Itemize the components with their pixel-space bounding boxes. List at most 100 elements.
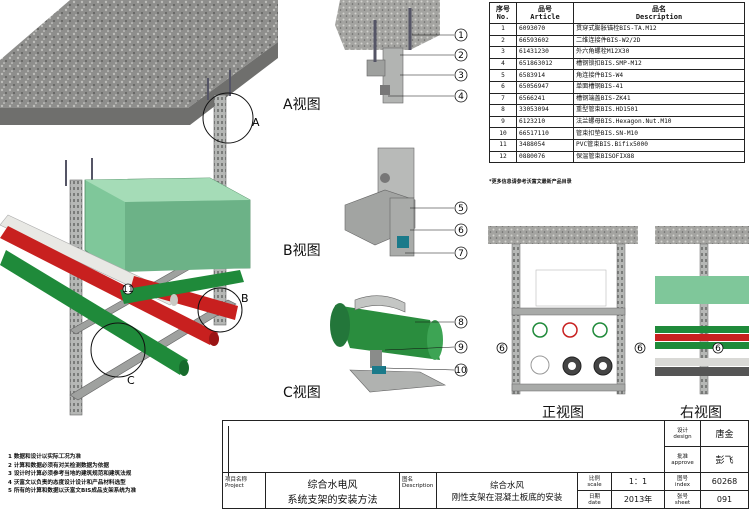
project-value-cell: 综合水电风系统支架的安装方法 bbox=[265, 472, 400, 509]
front-view: 6 6 bbox=[488, 226, 646, 395]
desc-line-2: 刚性支架在混凝土板底的安装 bbox=[451, 492, 563, 503]
view-label-front: 正视图 bbox=[542, 405, 584, 421]
scale-en: scale bbox=[587, 481, 602, 488]
part-article: 66517110 bbox=[516, 127, 574, 140]
index-cn: 图号 bbox=[676, 475, 688, 482]
pipe-green-2 bbox=[120, 270, 244, 304]
detail-circle-c bbox=[90, 322, 146, 378]
pipe-green-1 bbox=[0, 250, 188, 375]
index-value: 60268 bbox=[700, 472, 749, 491]
right-view: 6 bbox=[655, 226, 749, 395]
part-description: PVC管束BIS.Bifix5000 bbox=[573, 138, 745, 152]
part-no: 9 bbox=[489, 115, 517, 129]
scale-value: 1：1 bbox=[611, 472, 665, 491]
part-no: 8 bbox=[489, 104, 517, 117]
index-en: index bbox=[674, 481, 691, 488]
design-cn: 设计 bbox=[676, 427, 688, 434]
header-article-en: Article bbox=[530, 13, 560, 21]
part-description: 角连接件BIS-W4 bbox=[573, 69, 745, 82]
approve-en: approve bbox=[671, 459, 694, 466]
callout-circles: 1 2 3 4 5 6 7 8 9 10 bbox=[454, 28, 468, 377]
approve-cn: 批准 bbox=[676, 453, 688, 460]
callout-6-front-left: 6 bbox=[499, 344, 505, 354]
date-en: date bbox=[588, 499, 601, 506]
detail-letter-a: A bbox=[252, 116, 260, 129]
callout-2: 2 bbox=[458, 51, 464, 61]
detail-circle-b bbox=[197, 287, 243, 333]
part-article: 61431230 bbox=[516, 46, 574, 59]
part-description: 槽钢端盖BIS-ZK41 bbox=[573, 92, 745, 106]
part-no: 3 bbox=[489, 46, 517, 59]
part-no: 10 bbox=[489, 127, 517, 140]
c-detail-view bbox=[330, 295, 455, 393]
part-article: 6566241 bbox=[516, 92, 574, 106]
detail-letter-b: B bbox=[241, 292, 249, 305]
sheet-en: sheet bbox=[674, 499, 691, 506]
scale-cn: 比例 bbox=[588, 475, 600, 482]
view-label-a: A视图 bbox=[283, 97, 321, 113]
part-description: 重型管束BIS.HD1501 bbox=[573, 104, 745, 117]
callout-4: 4 bbox=[458, 92, 464, 102]
view-label-c: C视图 bbox=[283, 385, 321, 401]
date-cn: 日期 bbox=[588, 493, 600, 500]
part-no: 4 bbox=[489, 57, 517, 71]
project-label-cell: 项目名称 Project bbox=[222, 472, 266, 509]
parts-footnote: *更多信息请参考沃富文最新产品目录 bbox=[489, 179, 572, 185]
desc-line-1: 综合水风 bbox=[489, 480, 524, 491]
part-description: 法兰螺母BIS.Hexagon.Nut.M10 bbox=[573, 115, 745, 129]
part-description: 二维连接件BIS-W2/2D bbox=[573, 34, 745, 48]
callout-5: 5 bbox=[458, 204, 464, 214]
pipes bbox=[0, 214, 244, 376]
part-article: 6123210 bbox=[516, 115, 574, 129]
desc-cn: 图名 bbox=[402, 477, 414, 483]
part-no: 7 bbox=[489, 92, 517, 106]
header-no-cn: 序号 bbox=[496, 5, 510, 13]
project-line-2: 系统支架的安装方法 bbox=[287, 494, 378, 506]
callout-10: 10 bbox=[455, 366, 467, 376]
note-4: 4 沃富文以负责的态度设计设计和产品材料选型 bbox=[8, 479, 126, 486]
callout-3: 3 bbox=[458, 71, 464, 81]
desc-value-cell: 综合水风刚性支架在混凝土板底的安装 bbox=[436, 472, 578, 509]
note-3: 3 设计时计算必须参考当地的建筑规范和建筑法规 bbox=[8, 471, 132, 478]
callout-6: 6 bbox=[458, 226, 464, 236]
note-2: 2 计算和数据必须有对关检测数据为依据 bbox=[8, 462, 109, 469]
a-detail-view bbox=[335, 0, 454, 104]
sheet-cn: 张号 bbox=[676, 493, 688, 500]
part-article: 3488054 bbox=[516, 138, 574, 152]
view-label-right: 右视图 bbox=[680, 405, 722, 421]
part-description: 保温管束BISOFIX88 bbox=[573, 150, 745, 164]
header-no-en: No. bbox=[496, 13, 510, 21]
header-article-cn: 品号 bbox=[538, 5, 552, 13]
callout-8: 8 bbox=[458, 318, 464, 328]
callout-7: 7 bbox=[458, 249, 464, 259]
project-cn: 项目名称 bbox=[225, 477, 248, 483]
desc-en: Description bbox=[402, 483, 434, 489]
desc-label-cell: 图名 Description bbox=[399, 472, 437, 509]
part-no: 6 bbox=[489, 80, 517, 94]
callout-11: 11 bbox=[122, 285, 133, 295]
part-no: 12 bbox=[489, 150, 517, 164]
header-desc-en: Description bbox=[635, 13, 683, 21]
part-description: 单面槽钢BIS-41 bbox=[573, 80, 745, 94]
main-isometric-view: 11 bbox=[0, 0, 278, 416]
project-en: Project bbox=[225, 483, 244, 489]
